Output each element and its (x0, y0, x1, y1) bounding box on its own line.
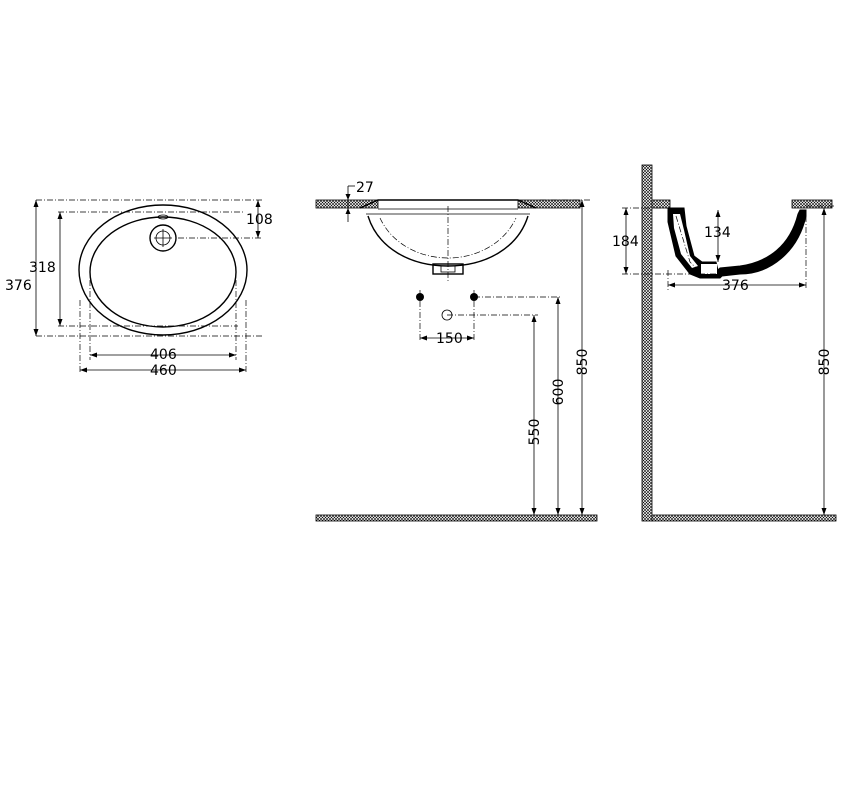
side-bowl-section (667, 207, 807, 279)
countertop-left (315, 199, 379, 209)
overflow-hole (157, 214, 169, 220)
dim-top-drain-offset: 108 (246, 212, 273, 228)
dim-front-supply-spacing: 150 (436, 331, 463, 347)
side-countertop-right (791, 199, 833, 209)
top-view: 376 318 108 406 460 (5, 199, 273, 379)
side-view: 184 134 376 850 (612, 164, 837, 522)
drain-outer-ring (149, 224, 177, 252)
dim-front-rim-thickness: 27 (356, 180, 374, 196)
dim-top-inner-depth: 318 (29, 260, 56, 276)
side-floor (651, 514, 837, 522)
side-countertop-left (651, 199, 671, 209)
dim-top-inner-width: 406 (150, 347, 177, 363)
dim-side-bowl-width: 376 (722, 278, 749, 294)
basin-outer-outline (78, 204, 248, 336)
dim-front-supply-height: 600 (551, 379, 567, 406)
dim-front-drain-height: 550 (527, 419, 543, 446)
dim-side-bowl-depth: 184 (612, 234, 639, 250)
side-wall (641, 164, 653, 522)
dim-top-outer-width: 460 (150, 363, 177, 379)
dim-top-outer-depth: 376 (5, 278, 32, 294)
dim-front-counter-height: 850 (575, 349, 591, 376)
supply-left-dot (416, 293, 424, 301)
basin-inner-outline (89, 216, 237, 328)
dim-side-counter-height: 850 (817, 349, 833, 376)
front-floor (315, 514, 598, 522)
front-view: 27 150 550 600 850 (315, 180, 598, 522)
dim-side-drain-depth: 134 (704, 225, 731, 241)
